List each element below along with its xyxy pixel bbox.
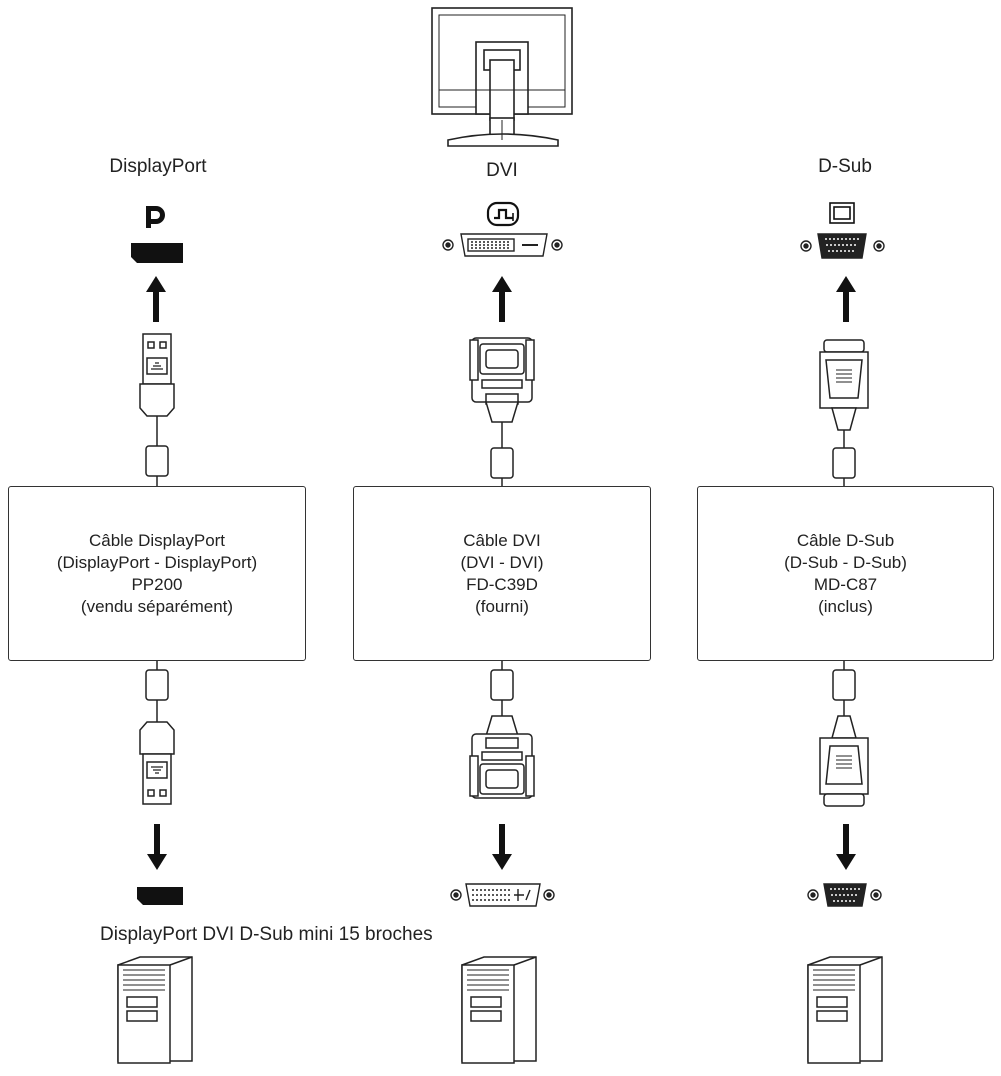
cable-model: PP200 [131,574,183,594]
pc-tower-icon [117,956,193,1064]
cable-availability: (vendu séparément) [80,596,234,616]
cable-box-dvi: Câble DVI (DVI - DVI) FD-C39D (fourni) [353,486,651,661]
vga-logo-icon [829,202,855,224]
cable-name: Câble DVI [463,530,541,550]
displayport-logo-icon [146,206,165,228]
cable-availability: (fourni) [475,596,529,616]
displayport-port-icon [131,243,183,263]
cable-type: (DisplayPort - DisplayPort) [56,552,258,572]
header-dvi: DVI [486,160,518,181]
cable-box-displayport: Câble DisplayPort (DisplayPort - Display… [8,486,306,661]
displayport-plug-icon [139,333,175,486]
monitor-rear-icon [431,7,573,147]
cable-name: Câble D-Sub [796,530,895,550]
dvi-port-icon [442,233,563,257]
dsub-plug-icon [819,339,869,486]
header-displayport: DisplayPort [109,156,207,177]
dsub-port-icon [800,233,885,259]
header-dsub: D-Sub [818,156,872,177]
cable-name: Câble DisplayPort [88,530,226,550]
cable-model: MD-C87 [813,574,878,594]
dsub-port-icon [807,883,882,907]
cable-model: FD-C39D [466,574,538,594]
dvi-plug-icon [469,661,535,799]
cable-box-dsub: Câble D-Sub (D-Sub - D-Sub) MD-C87 (incl… [697,486,994,661]
dsub-plug-icon [819,661,869,807]
arrow-down-icon [147,824,856,870]
cable-type: (DVI - DVI) [460,552,544,572]
pc-ports-caption: DisplayPort DVI D-Sub mini 15 broches [100,924,433,945]
cable-type: (D-Sub - D-Sub) [784,552,907,572]
pc-tower-icon [461,956,537,1064]
dvi-plug-icon [469,337,535,486]
pc-tower-icon [807,956,883,1064]
dvi-logo-icon [486,201,520,227]
arrow-up-icon [146,276,856,322]
dvi-port-icon [450,883,555,907]
displayport-port-icon [137,887,183,905]
displayport-plug-icon [139,661,175,805]
cable-availability: (inclus) [818,596,873,616]
